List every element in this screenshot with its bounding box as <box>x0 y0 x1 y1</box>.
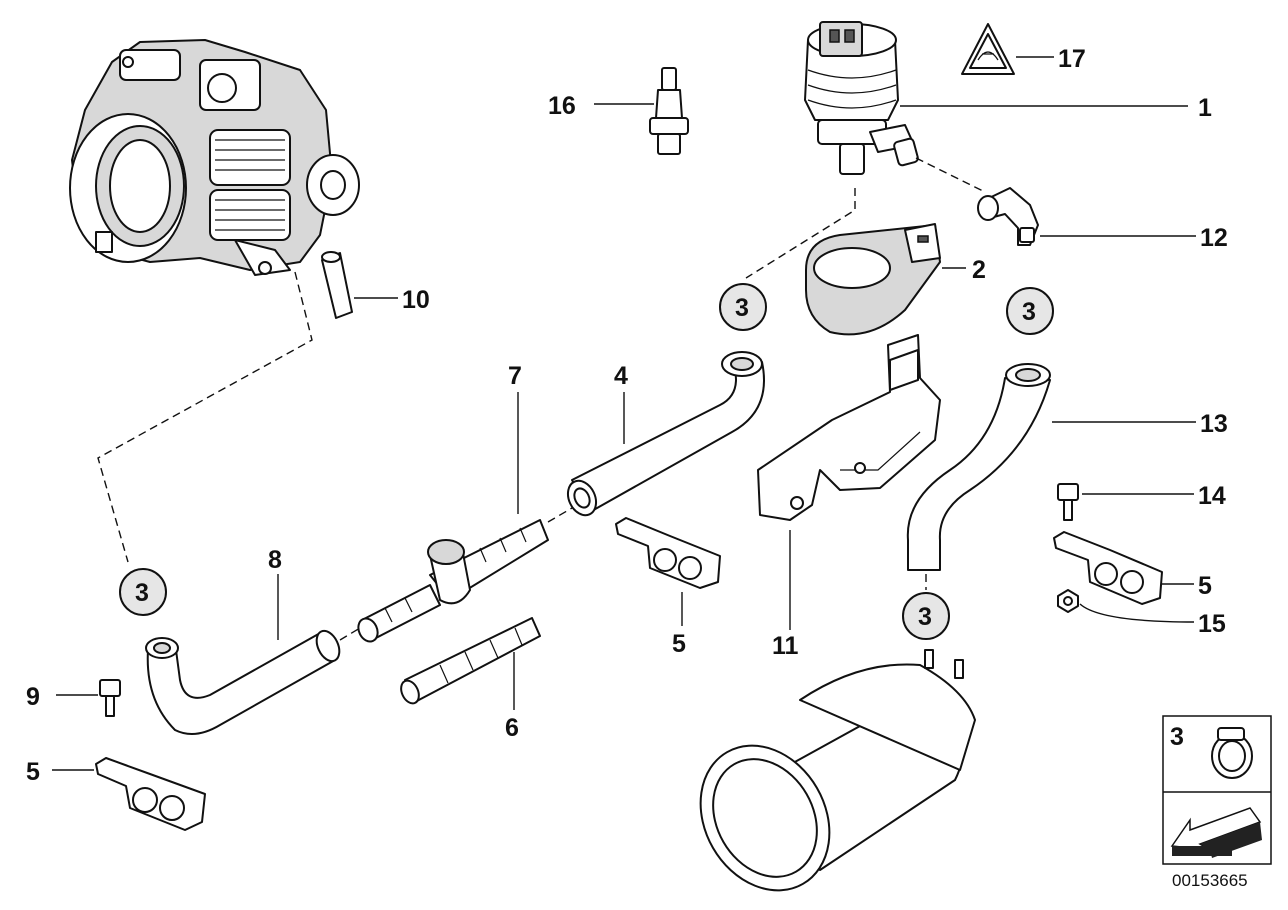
pump-1 <box>804 21 919 175</box>
reservoir <box>699 649 976 892</box>
connection-line <box>745 188 856 279</box>
callout-15: 15 <box>1198 610 1226 638</box>
clip-5 <box>1053 531 1163 605</box>
warning-sticker-17 <box>961 23 1015 75</box>
t-connector-7 <box>357 519 549 643</box>
callout-7: 7 <box>508 362 522 390</box>
holder-ring-2 <box>805 223 941 336</box>
callout-16: 16 <box>548 92 576 120</box>
callout-3-hose13-bottom: 3 <box>918 603 932 631</box>
callout-11: 11 <box>772 632 799 660</box>
connection-line <box>97 271 313 563</box>
clamp-marker: 3 <box>719 283 767 331</box>
callout-9: 9 <box>26 683 40 711</box>
arrow-icon <box>1170 807 1262 858</box>
callout-1: 1 <box>1198 94 1212 122</box>
sensor-16 <box>649 67 689 155</box>
sleeve-10 <box>321 251 353 319</box>
bolt-9 <box>99 679 121 717</box>
connector-6 <box>400 617 541 705</box>
clamp-marker: 3 <box>902 592 950 640</box>
clip-5 <box>95 757 206 831</box>
callout-5-middle: 5 <box>672 630 686 658</box>
legend-item-number: 3 <box>1170 723 1184 751</box>
connection-line <box>915 157 986 193</box>
legend-box: 3 <box>1162 715 1272 865</box>
bolt-14 <box>1057 483 1079 521</box>
clamp-marker: 3 <box>1006 287 1054 335</box>
bracket-11 <box>757 334 941 521</box>
callout-14: 14 <box>1198 482 1226 510</box>
callout-8: 8 <box>268 546 282 574</box>
callout-10: 10 <box>402 286 430 314</box>
diagram-id: 00153665 <box>1172 871 1248 890</box>
callout-3-hose13-top: 3 <box>1022 298 1036 326</box>
throttle-body <box>69 39 360 276</box>
elbow-12 <box>977 187 1039 246</box>
hose-clamp-icon <box>1211 727 1253 779</box>
callout-13: 13 <box>1200 410 1228 438</box>
callout-5-right: 5 <box>1198 572 1212 600</box>
callout-5-left: 5 <box>26 758 40 786</box>
clamp-marker: 3 <box>119 568 167 616</box>
hose-8 <box>145 629 341 735</box>
nut-15 <box>1057 589 1079 613</box>
callout-3-hose8: 3 <box>135 579 149 607</box>
callout-4: 4 <box>614 362 628 390</box>
callout-12: 12 <box>1200 224 1228 252</box>
callout-2: 2 <box>972 256 986 284</box>
callout-6: 6 <box>505 714 519 742</box>
hose-13 <box>906 363 1051 571</box>
clip-5 <box>615 517 721 589</box>
hose-4 <box>566 351 765 517</box>
callout-17: 17 <box>1058 45 1086 73</box>
callout-3-hose4: 3 <box>735 294 749 322</box>
